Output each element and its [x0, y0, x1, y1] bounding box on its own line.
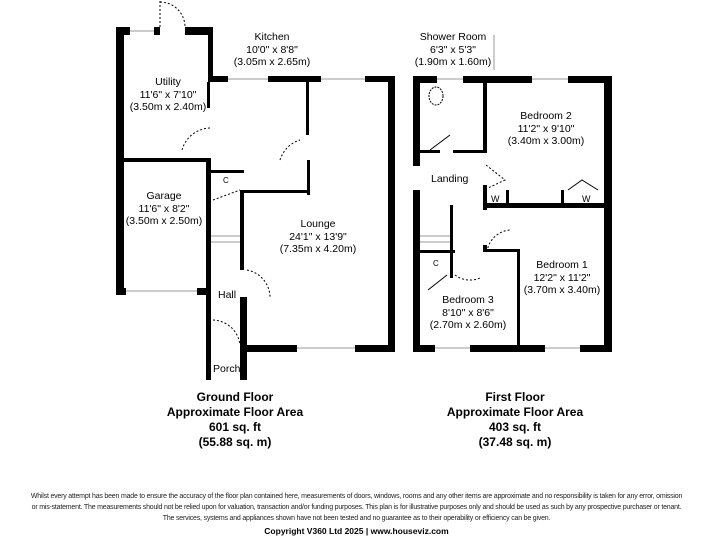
room-size-imperial: 11'6" x 8'2"	[138, 202, 190, 215]
room-size-imperial: 12'2" x 11'2"	[533, 271, 591, 284]
room-size-metric: (3.05m x 2.65m)	[233, 56, 311, 68]
disclaimer-line-3: The services, systems and appliances sho…	[162, 515, 551, 522]
room-name: Kitchen	[254, 31, 290, 43]
ground-floor-doors	[159, 0, 301, 346]
floor-area-sqft: 601 sq. ft	[208, 420, 262, 434]
room-size-imperial: 11'2" x 9'10"	[517, 122, 575, 135]
room-name: Bedroom 3	[442, 294, 494, 306]
room-size-metric: (2.70m x 2.60m)	[429, 319, 507, 331]
floor-area-sqm: (37.48 sq. m)	[478, 435, 552, 449]
wardrobe-label: W	[491, 194, 500, 204]
room-name: Shower Room	[419, 31, 487, 43]
room-name: Bedroom 1	[536, 259, 588, 271]
room-size-imperial: 6'3" x 5'3"	[430, 43, 476, 56]
first-floor-walls	[413, 76, 612, 352]
landing-label: Landing	[431, 173, 469, 185]
porch-label: Porch	[213, 363, 241, 375]
room-size-imperial: 8'10" x 8'6"	[442, 306, 494, 319]
hall-label: Hall	[218, 289, 237, 301]
first-floor-fixtures	[427, 86, 599, 291]
floor-area-sqm: (55.88 sq. m)	[198, 435, 272, 449]
room-size-metric: (7.35m x 4.20m)	[279, 243, 357, 255]
disclaimer-line-2: or mis-statement. The measurements shoul…	[31, 504, 682, 511]
room-size-imperial: 11'6" x 7'10"	[139, 88, 197, 101]
room-size-metric: (1.90m x 1.60m)	[414, 56, 492, 68]
floor-subtitle: Approximate Floor Area	[446, 405, 584, 419]
floor-subtitle: Approximate Floor Area	[166, 405, 304, 419]
first-floor-windows	[420, 35, 580, 349]
floor-area-sqft: 403 sq. ft	[488, 420, 542, 434]
copyright: Copyright V360 Ltd 2025 | www.houseviz.c…	[264, 526, 449, 536]
cupboard-label: C	[223, 176, 229, 185]
room-size-metric: (3.40m x 3.00m)	[507, 135, 585, 147]
floor-title: Ground Floor	[196, 390, 274, 404]
room-name: Bedroom 2	[520, 110, 572, 122]
wardrobe-label: W	[582, 194, 591, 204]
room-name: Utility	[155, 76, 181, 88]
cupboard-label: C	[433, 259, 439, 268]
room-size-metric: (3.50m x 2.40m)	[129, 101, 207, 113]
room-name: Garage	[146, 190, 182, 202]
room-size-imperial: 24'1" x 13'9"	[289, 230, 347, 243]
floor-title: First Floor	[485, 390, 545, 404]
ground-floor-windows	[126, 30, 365, 349]
room-size-metric: (3.50m x 2.50m)	[125, 215, 203, 227]
room-size-imperial: 10'0" x 8'8"	[246, 43, 298, 56]
room-name: Lounge	[300, 218, 336, 230]
ground-floor-walls	[116, 27, 395, 380]
room-size-metric: (3.70m x 3.40m)	[523, 284, 601, 296]
disclaimer-line-1: Whilst every attempt has been made to en…	[30, 493, 683, 500]
